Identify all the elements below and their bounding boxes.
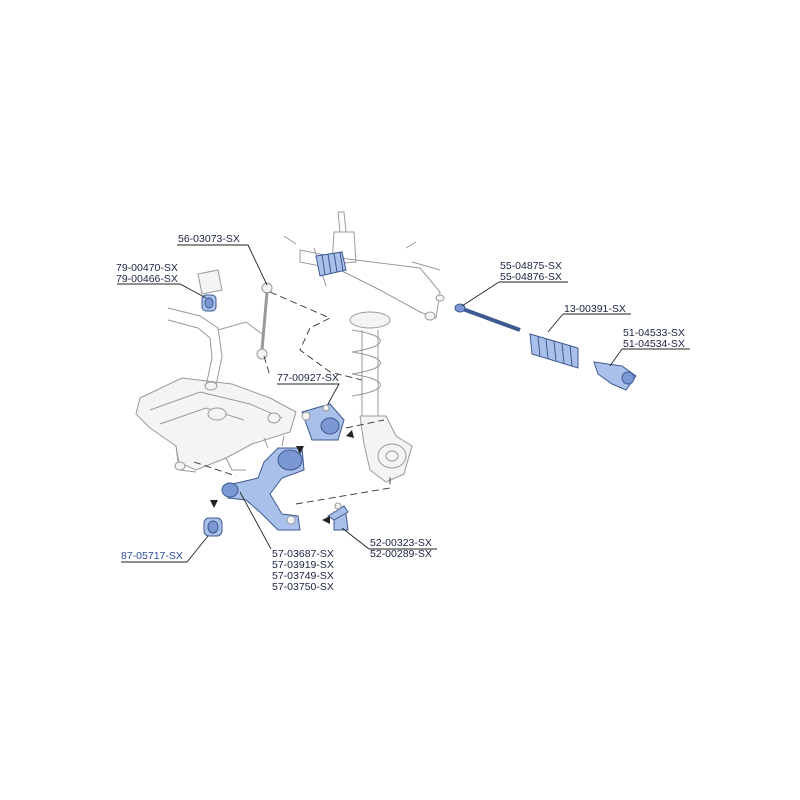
leader-lines (117, 244, 690, 563)
label-ball-joint-2[interactable]: 52-00289-SX (370, 548, 432, 560)
rack-boot-part (315, 251, 347, 277)
label-stabilizer-bushing-2[interactable]: 79-00466-SX (116, 273, 178, 285)
label-control-arm-3[interactable]: 57-03749-SX (272, 570, 334, 582)
label-stabilizer-link[interactable]: 56-03073-SX (178, 233, 240, 245)
label-tie-rod-end-2[interactable]: 51-04534-SX (623, 338, 685, 350)
rear-arm-bushing-part (301, 403, 345, 441)
assembly-dashed-lines (193, 291, 391, 505)
label-tie-rod-end-1[interactable]: 51-04533-SX (623, 327, 685, 339)
tie-rod-end-part (593, 361, 637, 391)
label-tie-rod-inner-1[interactable]: 55-04875-SX (500, 260, 562, 272)
inner-tie-rod-part (454, 303, 521, 332)
steering-rack-drawing (283, 211, 445, 321)
part-labels: 56-03073-SX 79-00470-SX 79-00466-SX 55-0… (116, 233, 685, 593)
stabilizer-bar-drawing (167, 307, 263, 391)
subframe-drawing (135, 377, 297, 473)
label-stabilizer-bushing-1[interactable]: 79-00470-SX (116, 262, 178, 274)
label-steering-boot[interactable]: 13-00391-SX (564, 303, 626, 315)
label-tie-rod-inner-2[interactable]: 55-04876-SX (500, 271, 562, 283)
label-control-arm-4[interactable]: 57-03750-SX (272, 581, 334, 593)
stabilizer-bushing-part (197, 269, 223, 312)
front-arm-bushing-part (203, 517, 223, 537)
lower-control-arm-part (221, 435, 305, 531)
label-control-arm-2[interactable]: 57-03919-SX (272, 559, 334, 571)
steering-boot-part (529, 333, 579, 369)
strut-knuckle-drawing (349, 311, 413, 483)
label-arm-bushing-rear[interactable]: 77-00927-SX (277, 372, 339, 384)
label-control-arm-1[interactable]: 57-03687-SX (272, 548, 334, 560)
stabilizer-link-part (256, 282, 273, 360)
assembly-arrows (210, 430, 354, 524)
ball-joint-part (327, 502, 349, 531)
label-arm-bushing-front[interactable]: 87-05717-SX (121, 550, 183, 562)
label-ball-joint-1[interactable]: 52-00323-SX (370, 537, 432, 549)
